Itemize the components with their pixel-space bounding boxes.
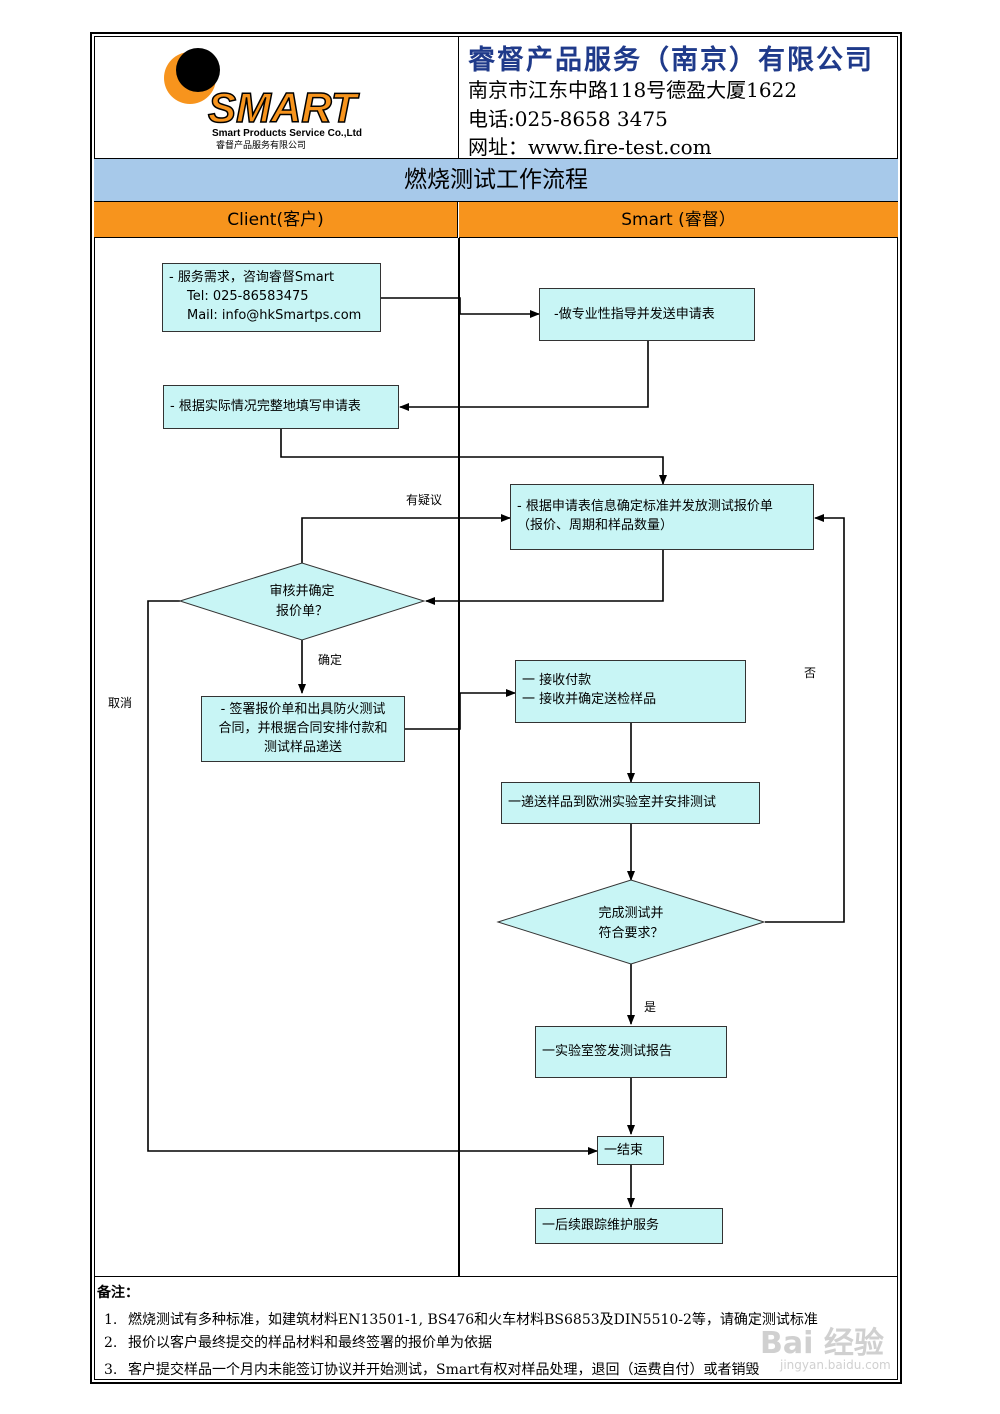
lane-header-client: Client(客户) [94, 202, 458, 238]
note-3-num: 3. [104, 1362, 118, 1378]
complete-diamond [496, 879, 766, 965]
edge-quote-review [425, 550, 664, 605]
node-sign-line-2: 合同，并根据合同安排付款和 [218, 721, 388, 736]
flow-title: 燃烧测试工作流程 [94, 158, 898, 202]
watermark-main: Bai 经验 [760, 1326, 884, 1361]
notes-divider [94, 1276, 898, 1277]
node-report: 一实验室签发测试报告 [535, 1026, 727, 1078]
label-confirm: 确定 [318, 653, 343, 667]
logo-word: SMART [208, 84, 360, 131]
note-1-text: 燃烧测试有多种标准，如建筑材料EN13501-1, BS476和火车材料BS68… [128, 1312, 818, 1328]
page-frame [90, 32, 902, 1384]
node-receive-line-2: 一 接收并确定送检样品 [522, 692, 657, 707]
node-fill-form: - 根据实际情况完整地填写申请表 [163, 385, 399, 429]
node-complete: 完成测试并 符合要求？ [561, 904, 701, 944]
edge-sign-receive [405, 689, 516, 730]
logo-subtitle: Smart Products Service Co.,Ltd [212, 128, 362, 139]
header-divider [458, 36, 459, 158]
edge-review-doubt [301, 514, 511, 563]
node-request-line-2: Tel: 025-86583475 [187, 289, 309, 304]
label-doubt: 有疑议 [406, 493, 443, 507]
note-1-num: 1. [104, 1312, 118, 1328]
node-request-line-1: - 服务需求，咨询睿督Smart [169, 270, 335, 285]
note-1: 1. 燃烧测试有多种标准，如建筑材料EN13501-1, BS476和火车材料BS… [104, 1309, 818, 1329]
node-send-lab: 一递送样品到欧洲实验室并安排测试 [501, 782, 760, 824]
node-sign: - 签署报价单和出具防火测试 合同，并根据合同安排付款和 测试样品递送 [201, 696, 405, 762]
note-3: 3. 客户提交样品一个月内未能签订协议并开始测试，Smart有权对样品处理，退回（… [104, 1359, 760, 1379]
node-sign-line-1: - 签署报价单和出具防火测试 [220, 702, 386, 717]
edge-cancel-end [147, 600, 598, 1155]
edge-request-guide [381, 297, 540, 318]
logo-cn: 睿督产品服务有限公司 [216, 139, 306, 151]
notes-title: 备注： [97, 1285, 139, 1301]
company-website: 网址：www.fire-test.com [468, 135, 712, 159]
label-yes: 是 [644, 1000, 657, 1014]
node-quote: - 根据申请表信息确定标准并发放测试报价单 （报价、周期和样品数量） [510, 484, 814, 550]
node-review-line-1: 审核并确定 [269, 584, 335, 599]
note-3-text: 客户提交样品一个月内未能签订协议并开始测试，Smart有权对样品处理，退回（运费… [128, 1362, 760, 1378]
watermark-sub: jingyan.baidu.com [780, 1358, 891, 1372]
label-no: 否 [804, 666, 817, 680]
note-2-num: 2. [104, 1335, 118, 1351]
edge-complete-no [765, 514, 845, 923]
node-review-line-2: 报价单？ [275, 604, 328, 619]
node-complete-line-1: 完成测试并 [598, 906, 664, 921]
edge-fill-quote [280, 429, 667, 485]
node-quote-line-2: （报价、周期和样品数量） [517, 518, 674, 533]
company-address: 南京市江东中路118号德盈大厦1622 [468, 78, 798, 102]
node-quote-line-1: - 根据申请表信息确定标准并发放测试报价单 [517, 499, 773, 514]
node-receive: 一 接收付款 一 接收并确定送检样品 [515, 660, 746, 723]
node-sign-line-3: 测试样品递送 [263, 740, 342, 755]
edge-guide-fill [399, 341, 649, 411]
lane-header-smart: Smart (睿督） [459, 202, 898, 238]
node-review: 审核并确定 报价单？ [232, 582, 372, 622]
company-phone: 电话:025-8658 3475 [468, 107, 668, 131]
lane-divider [458, 238, 460, 1276]
review-diamond [178, 562, 426, 641]
smart-logo: SMART Smart Products Service Co.,Ltd 睿督产… [164, 48, 362, 151]
node-guide: -做专业性指导并发送申请表 [539, 288, 755, 341]
note-2: 2. 报价以客户最终提交的样品材料和最终签署的报价单为依据 [104, 1332, 492, 1352]
node-follow: 一后续跟踪维护服务 [535, 1208, 723, 1244]
node-complete-line-2: 符合要求？ [598, 926, 664, 941]
inner-frame [94, 36, 898, 1380]
label-cancel: 取消 [108, 696, 133, 710]
node-receive-line-1: 一 接收付款 [522, 673, 592, 688]
node-end: 一结束 [597, 1136, 664, 1165]
logo-black-circle [176, 48, 220, 92]
node-request: - 服务需求，咨询睿督Smart Tel: 025-86583475 Mail:… [162, 263, 381, 332]
note-2-text: 报价以客户最终提交的样品材料和最终签署的报价单为依据 [128, 1335, 492, 1351]
company-name: 睿督产品服务（南京）有限公司 [468, 45, 874, 76]
node-request-line-3: Mail: info@hkSmartps.com [187, 308, 362, 323]
